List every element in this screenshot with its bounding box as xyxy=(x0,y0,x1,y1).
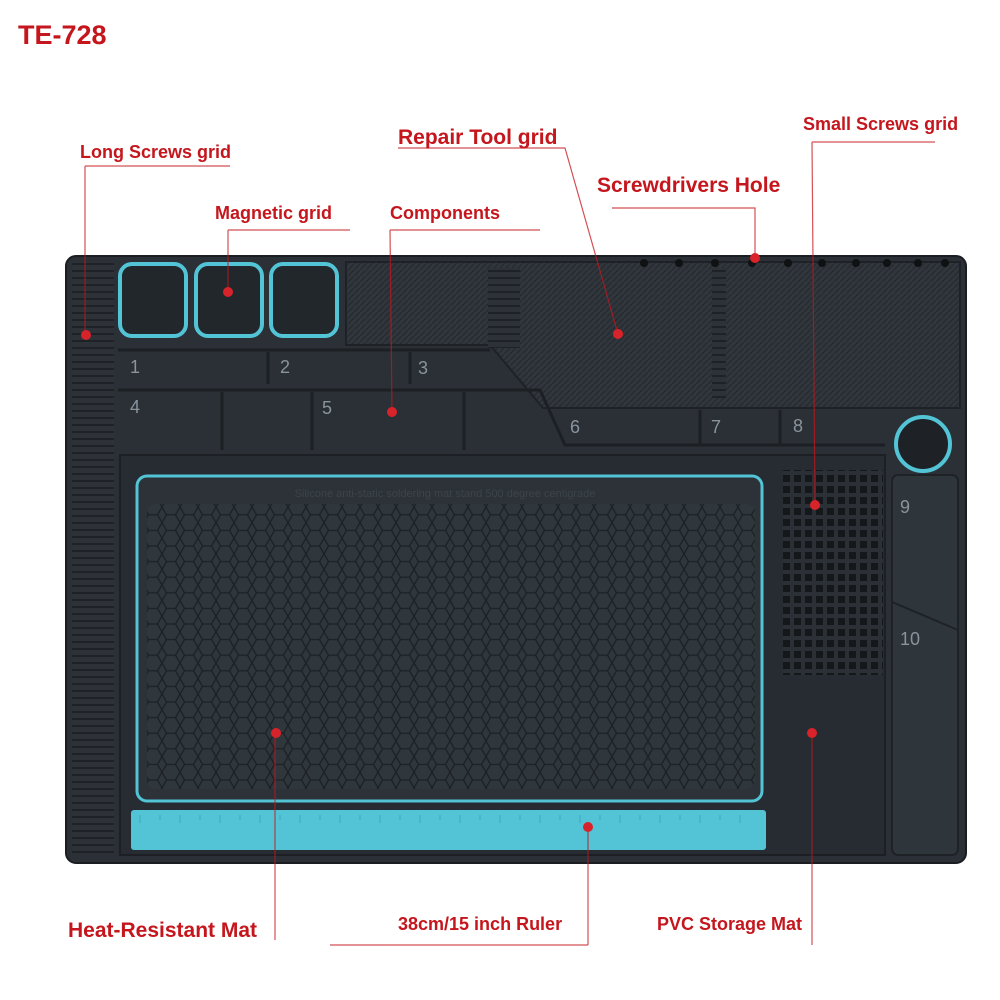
compartment-number: 7 xyxy=(711,417,721,437)
circle-cup xyxy=(894,415,952,473)
label-long-screws-grid: Long Screws grid xyxy=(80,142,232,162)
label-heat-resistant-mat: Heat-Resistant Mat xyxy=(68,919,258,942)
ruler xyxy=(131,810,766,850)
long-screws-grid xyxy=(72,262,114,854)
label-magnetic-grid: Magnetic grid xyxy=(215,203,333,223)
label-screwdrivers-hole: Screwdrivers Hole xyxy=(597,174,781,197)
compartment-number: 1 xyxy=(130,357,140,377)
compartment-number: 9 xyxy=(900,497,910,517)
callout-dots xyxy=(81,253,820,832)
compartment-number: 2 xyxy=(280,357,290,377)
compartment-number: 10 xyxy=(900,629,920,649)
compartment-number: 6 xyxy=(570,417,580,437)
magnetic-cup xyxy=(269,262,339,338)
compartment-number: 8 xyxy=(793,416,803,436)
screwdriver-holes xyxy=(640,259,949,267)
label-small-screws-grid: Small Screws grid xyxy=(803,114,959,134)
label-pvc-storage-mat: PVC Storage Mat xyxy=(657,914,803,934)
magnetic-cup xyxy=(118,262,188,338)
label-ruler: 38cm/15 inch Ruler xyxy=(398,914,563,934)
compartment-dividers xyxy=(118,348,885,450)
magnetic-cup xyxy=(194,262,264,338)
compartment-number: 5 xyxy=(322,398,332,418)
compartment-number: 3 xyxy=(418,358,428,378)
compartment-number: 4 xyxy=(130,397,140,417)
leader-lines xyxy=(84,141,935,946)
small-screws-grid xyxy=(783,470,883,675)
model-title: TE-728 xyxy=(18,20,107,50)
label-components: Components xyxy=(390,203,500,223)
mat-embossed-text: Silicone anti-static soldering mat stand… xyxy=(295,488,596,500)
label-repair-tool-grid: Repair Tool grid xyxy=(398,126,558,149)
